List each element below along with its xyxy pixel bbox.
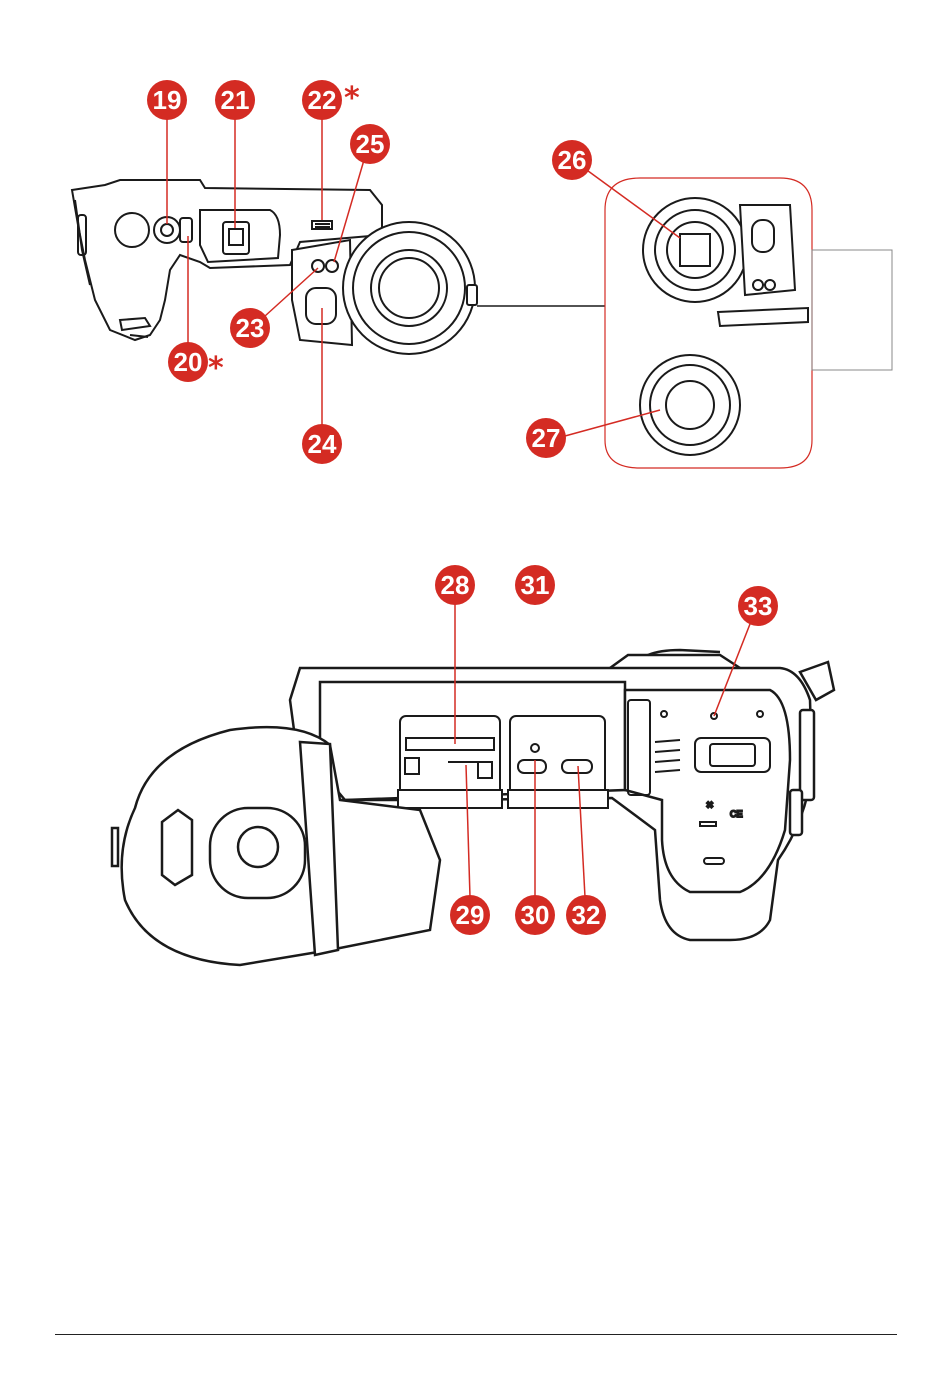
card-slot-compartment <box>398 716 502 808</box>
callout-28-label: 28 <box>441 570 470 600</box>
footer-rule <box>55 1334 897 1335</box>
callout-28: 28 <box>435 565 475 605</box>
callout-32: 32 <box>566 895 606 935</box>
port-compartment <box>508 716 608 808</box>
callout-32-label: 32 <box>572 900 601 930</box>
callout-29: 29 <box>450 895 490 935</box>
callout-29-label: 29 <box>456 900 485 930</box>
callout-30-label: 30 <box>521 900 550 930</box>
callout-30: 30 <box>515 895 555 935</box>
callout-33: 33 <box>738 586 778 626</box>
svg-text:✖: ✖ <box>706 800 714 810</box>
svg-text:CE: CE <box>730 809 743 819</box>
callout-31: 31 <box>515 565 555 605</box>
callout-33-label: 33 <box>744 591 773 621</box>
callout-31-label: 31 <box>521 570 550 600</box>
